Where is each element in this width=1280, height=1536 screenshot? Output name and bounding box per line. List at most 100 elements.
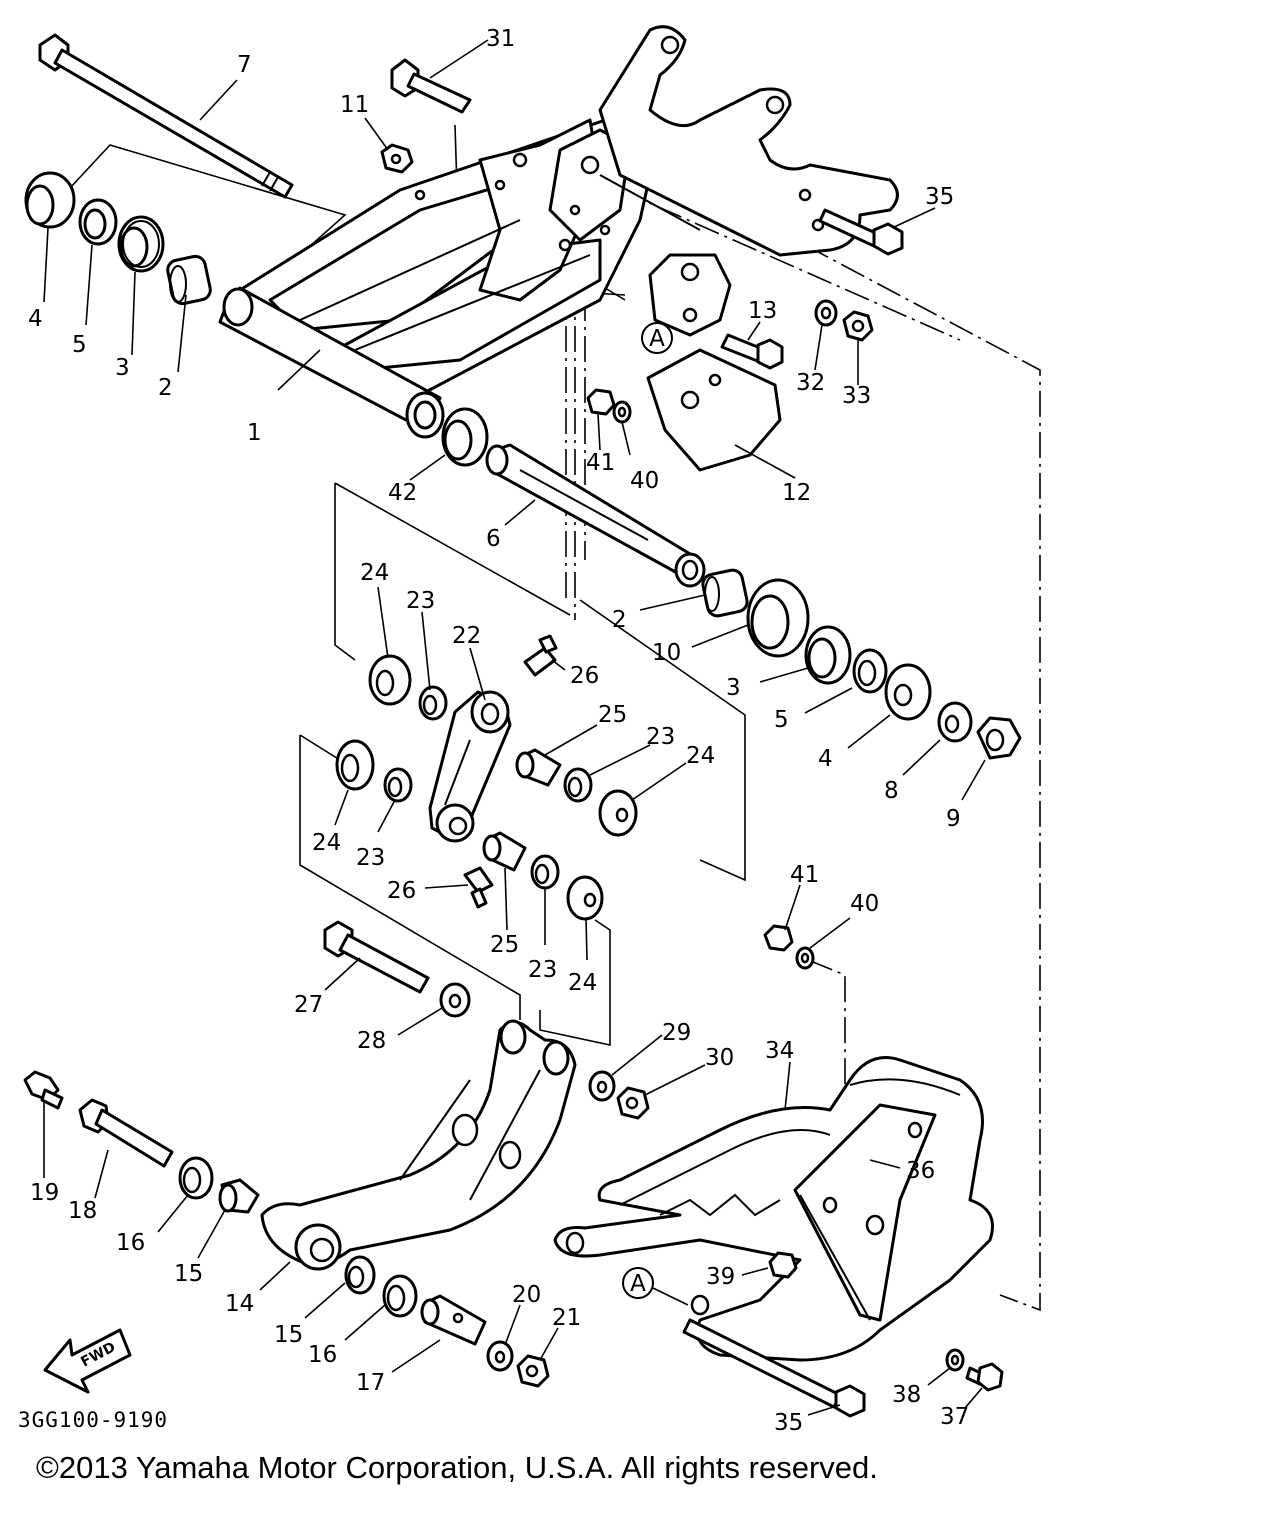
callout-label: 28 — [357, 1028, 386, 1054]
part-11-nut — [380, 143, 414, 174]
callout-label: 34 — [765, 1038, 794, 1064]
callout-label: 24 — [686, 743, 715, 769]
part-36-skid-plate — [793, 1103, 937, 1322]
callout-label: 13 — [748, 298, 777, 324]
callout-label: 20 — [512, 1282, 541, 1308]
callout-label: 23 — [356, 845, 385, 871]
part-4-right-cap — [884, 663, 932, 721]
callout-label: 40 — [850, 891, 879, 917]
part-40-washer-lower — [795, 946, 815, 970]
part-5-left-washer — [78, 198, 118, 246]
part-12-chain-guide — [646, 253, 782, 472]
callout-label: 17 — [356, 1370, 385, 1396]
callout-label: 23 — [646, 724, 675, 750]
callout-label: 35 — [774, 1410, 803, 1436]
part-24-lower-b — [566, 875, 604, 921]
callout-label: 37 — [940, 1404, 969, 1430]
part-14-connecting-arm — [260, 1019, 577, 1271]
part-25-lower — [482, 831, 527, 872]
part-42-seal — [441, 407, 489, 467]
callout-label: 16 — [308, 1342, 337, 1368]
callout-label: 23 — [528, 957, 557, 983]
part-26-grease-nipple-lower — [463, 866, 494, 909]
part-24-lower-a — [335, 739, 375, 791]
part-16-seal-right — [382, 1274, 418, 1318]
callout-label: 3 — [115, 355, 130, 381]
callout-label: 3 — [726, 675, 741, 701]
callout-label: 24 — [312, 830, 341, 856]
callout-label: 29 — [662, 1020, 691, 1046]
callout-label: 22 — [452, 623, 481, 649]
callout-label: 32 — [796, 370, 825, 396]
part-23-lower-a — [383, 767, 413, 803]
callout-label: 11 — [340, 92, 369, 118]
callout-label: 24 — [360, 560, 389, 586]
callout-label: 10 — [652, 640, 681, 666]
part-22-relay-rod — [428, 690, 512, 843]
leader-lines — [43, 39, 986, 1416]
copyright-notice: ©2013 Yamaha Motor Corporation, U.S.A. A… — [36, 1450, 878, 1485]
callout-label: 1 — [247, 420, 262, 446]
callout-label: 39 — [706, 1264, 735, 1290]
callout-label: 25 — [598, 702, 627, 728]
callout-label: 25 — [490, 932, 519, 958]
callout-label: 23 — [406, 588, 435, 614]
part-9-nut — [976, 716, 1022, 760]
part-4-left-cap — [24, 171, 76, 229]
callout-label: 7 — [237, 52, 252, 78]
part-18-bolt — [78, 1098, 174, 1168]
part-13-bolt — [720, 333, 784, 370]
part-3-right-seal — [804, 625, 852, 685]
part-7-pivot-shaft — [38, 33, 294, 199]
callout-label: 5 — [72, 332, 87, 358]
part-35-bolt-upper — [818, 208, 904, 256]
callout-label: 31 — [486, 26, 515, 52]
callout-label: 30 — [705, 1045, 734, 1071]
part-33-nut-upper — [842, 310, 874, 342]
part-20-washer — [486, 1340, 514, 1372]
callout-label: 40 — [630, 468, 659, 494]
part-40-washer-upper — [612, 400, 632, 424]
part-24-upper-b — [598, 789, 638, 837]
diagram-code: 3GG100-9190 — [18, 1408, 169, 1432]
part-41-nut-upper — [586, 388, 616, 416]
part-21-nut — [516, 1354, 550, 1388]
callout-label: 2 — [612, 607, 627, 633]
part-32-washer-upper — [814, 299, 838, 327]
callout-label: 18 — [68, 1198, 97, 1224]
callout-label: 26 — [570, 663, 599, 689]
part-28-washer — [439, 982, 471, 1018]
part-23-upper-b — [563, 767, 593, 803]
ref-a-upper-label: A — [649, 326, 665, 352]
part-23-upper-a — [418, 685, 448, 721]
callout-label: 24 — [568, 970, 597, 996]
ref-a-upper: A — [641, 322, 673, 354]
part-1-swing-arm — [218, 113, 662, 439]
callout-label: 41 — [790, 862, 819, 888]
part-2-left-bearing — [166, 254, 212, 306]
callout-label: 14 — [225, 1291, 254, 1317]
part-8-washer — [937, 701, 973, 743]
part-15-bushing-right — [344, 1255, 376, 1295]
part-31-bolt — [390, 58, 472, 114]
part-16-seal-left — [178, 1156, 214, 1200]
callout-label: 9 — [946, 806, 961, 832]
part-39-nut — [768, 1251, 798, 1279]
callout-label: 16 — [116, 1230, 145, 1256]
ref-a-lower: A — [622, 1267, 689, 1306]
callout-label: 21 — [552, 1305, 581, 1331]
part-37-bolt — [965, 1362, 1004, 1392]
part-23-lower-b — [530, 854, 560, 890]
callout-label: 35 — [925, 184, 954, 210]
callout-label: 42 — [388, 480, 417, 506]
part-26-grease-nipple-upper — [523, 634, 558, 677]
callout-label: 2 — [158, 375, 173, 401]
callout-label: 6 — [486, 526, 501, 552]
callout-label: 26 — [387, 878, 416, 904]
part-38-washer — [945, 1348, 965, 1372]
callout-label: 4 — [28, 306, 43, 332]
callout-label: 15 — [174, 1261, 203, 1287]
part-5-right-washer — [852, 648, 888, 694]
part-6-collar — [485, 443, 706, 588]
